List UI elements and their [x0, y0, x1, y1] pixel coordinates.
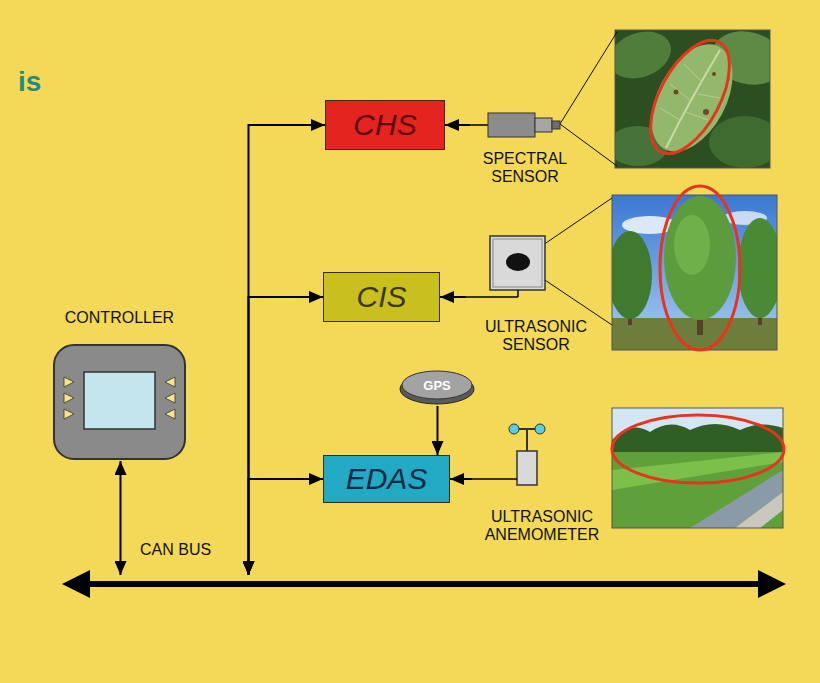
ultrasonic-sensor-icon: [466, 232, 606, 302]
sensor-label: SPECTRAL SENSOR: [470, 150, 580, 187]
leaf-photo: [602, 23, 789, 168]
edas-box: EDAS: [323, 455, 450, 503]
tree-photo: [608, 186, 782, 350]
anemometer-icon: [472, 423, 612, 493]
bus-connector: [437, 406, 439, 455]
ultrasonic-sensor: ULTRASONIC SENSOR: [466, 232, 606, 362]
box-label: CHS: [353, 108, 416, 142]
gps-label: GPS: [423, 378, 450, 393]
ultrasonic-anemometer: ULTRASONIC ANEMOMETER: [472, 423, 612, 553]
bus-connector: [249, 125, 326, 575]
controller-icon: [52, 343, 187, 461]
cis-box: CIS: [323, 272, 440, 322]
field-photo: [612, 408, 784, 528]
bus-label: CAN BUS: [140, 541, 211, 559]
can-bus: CAN BUS: [62, 575, 786, 593]
can-bus-arrow: [62, 575, 786, 593]
spectral-sensor-icon: [470, 110, 580, 140]
controller: CONTROLLER: [52, 343, 187, 461]
controller-label: CONTROLLER: [22, 309, 217, 327]
bus-connector: [120, 461, 122, 575]
bus-connector: [249, 479, 324, 575]
bus-connector: [450, 478, 472, 480]
bus-connector: [445, 124, 470, 126]
box-label: EDAS: [346, 462, 428, 496]
bus-connector: [440, 296, 466, 298]
bus-connector: [249, 297, 324, 575]
sensor-label: ULTRASONIC SENSOR: [466, 318, 606, 355]
title-fragment: is: [18, 66, 41, 98]
sensor-label: ULTRASONIC ANEMOMETER: [472, 508, 612, 545]
spectral-sensor: SPECTRAL SENSOR: [470, 110, 580, 195]
gps-receiver: GPS: [398, 368, 476, 406]
chs-box: CHS: [325, 100, 445, 150]
box-label: CIS: [356, 280, 406, 314]
